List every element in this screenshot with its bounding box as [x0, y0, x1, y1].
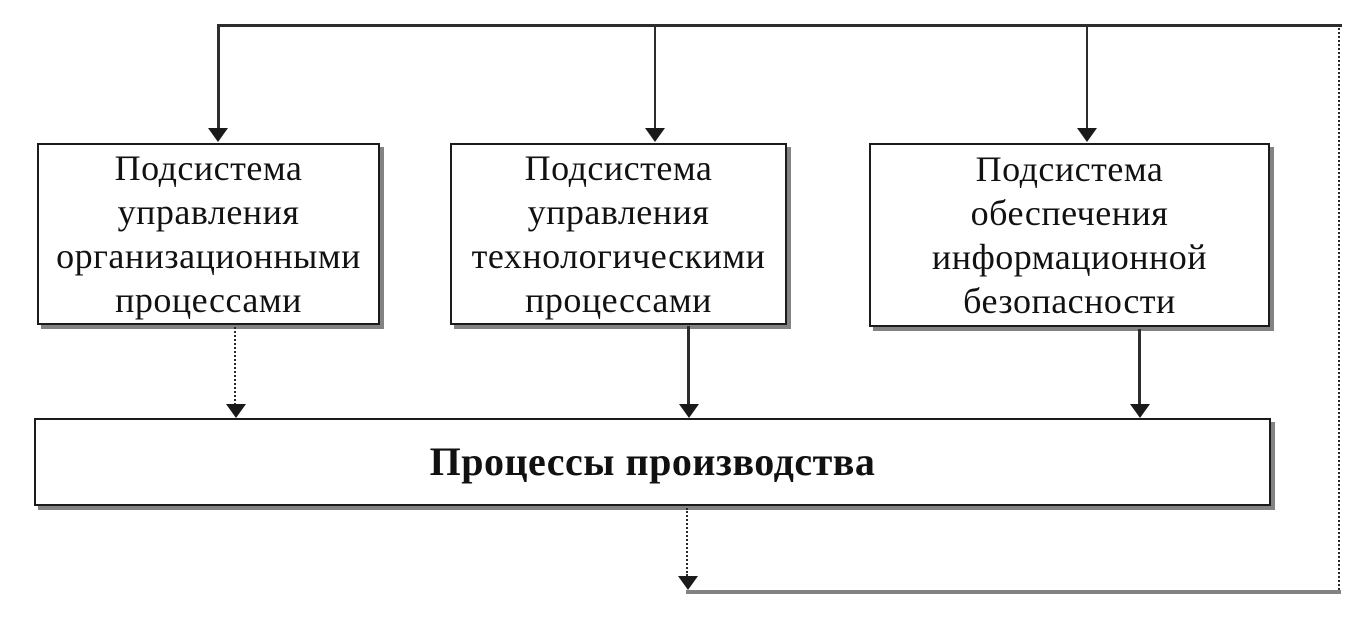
arrow-down-icon	[678, 576, 698, 590]
subsystem-box-org: Подсистема управления организационными п…	[37, 143, 380, 325]
arrow-down-icon	[226, 404, 246, 418]
subsystem-box-tech-label: Подсистема управления технологическими п…	[471, 148, 766, 320]
feedback-right-line	[1338, 24, 1340, 594]
subsystem-box-infosec: Подсистема обеспечения информационной бе…	[869, 143, 1270, 327]
arrow-down-icon	[1077, 128, 1097, 142]
subsystem-box-infosec-label: Подсистема обеспечения информационной бе…	[931, 149, 1208, 321]
arrow-down-icon	[679, 404, 699, 418]
production-box: Процессы производства	[34, 418, 1271, 506]
connector-top-to-infosec	[1086, 24, 1088, 128]
connector-production-to-feedback	[686, 508, 688, 576]
connector-top-to-org	[217, 24, 220, 128]
arrow-down-icon	[208, 128, 228, 142]
feedback-top-line	[218, 24, 1342, 27]
production-box-label: Процессы производства	[429, 439, 876, 484]
feedback-bottom-line	[686, 590, 1341, 594]
arrow-down-icon	[645, 128, 665, 142]
connector-infosec-to-production	[1138, 329, 1141, 405]
connector-tech-to-production	[687, 326, 690, 405]
subsystem-box-tech: Подсистема управления технологическими п…	[450, 143, 787, 325]
arrow-down-icon	[1130, 404, 1150, 418]
connector-org-to-production	[234, 327, 236, 405]
subsystem-box-org-label: Подсистема управления организационными п…	[56, 148, 361, 320]
connector-top-to-tech	[654, 24, 656, 128]
